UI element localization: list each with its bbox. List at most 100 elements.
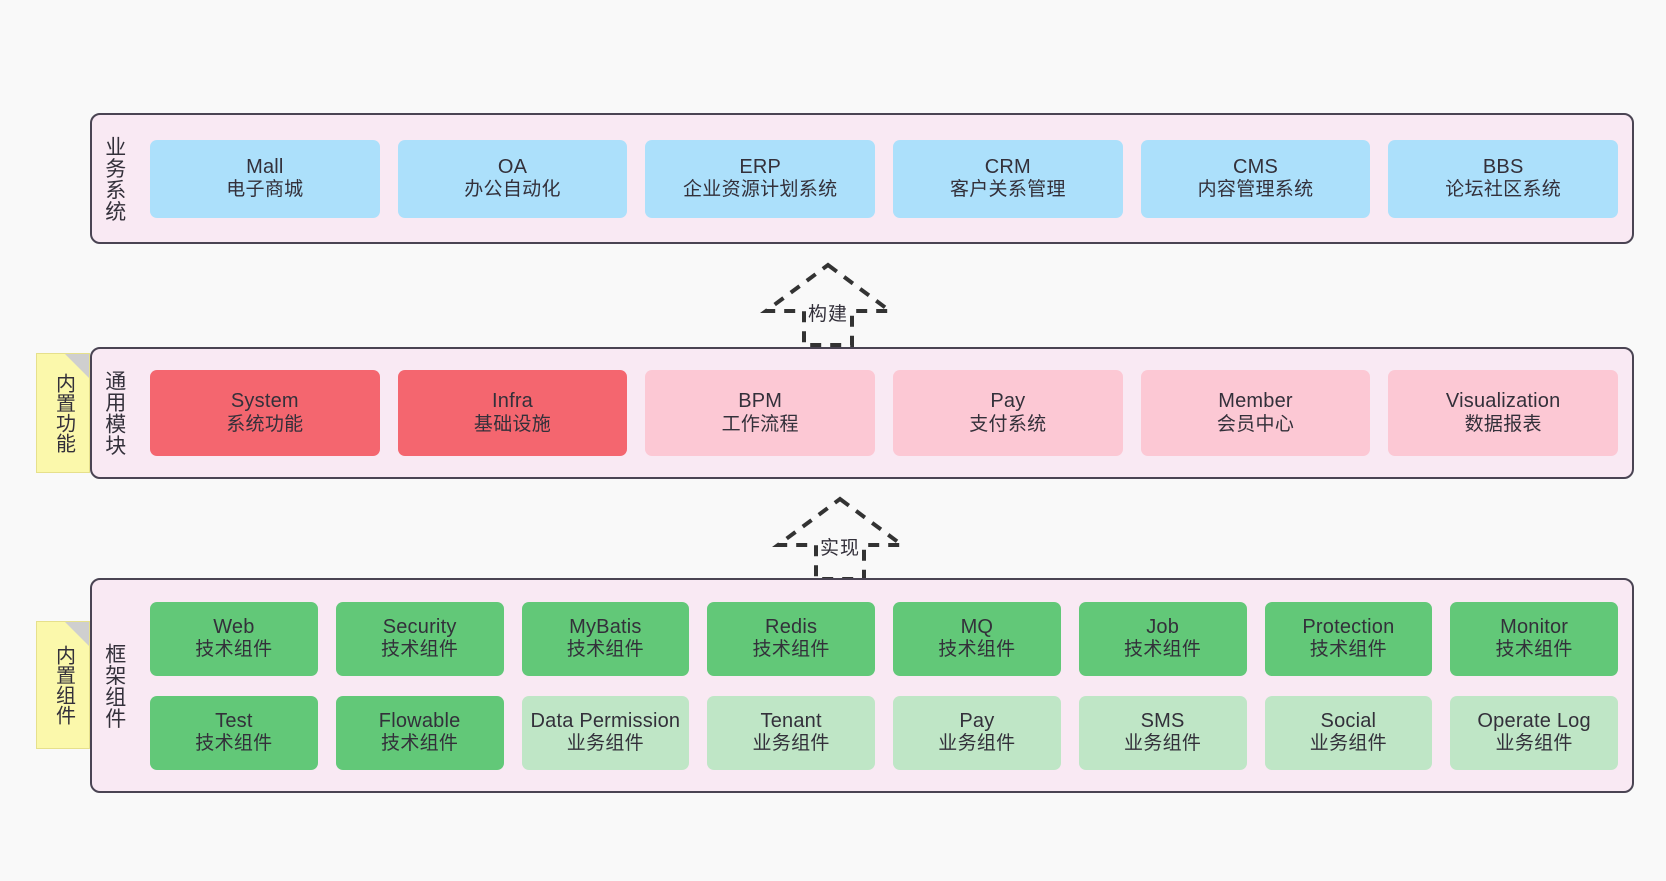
- card-subtitle: 技术组件: [752, 639, 830, 661]
- sticky-note-builtin-features: 内置功能: [36, 353, 90, 473]
- card-subtitle: 企业资源计划系统: [682, 179, 838, 201]
- card-title: CMS: [1233, 155, 1279, 178]
- card-title: Infra: [491, 390, 534, 412]
- card-title: ERP: [739, 155, 782, 178]
- card-subtitle: 支付系统: [969, 413, 1047, 435]
- card-subtitle: 业务组件: [1309, 733, 1387, 755]
- card-subtitle: 数据报表: [1464, 413, 1542, 435]
- card-title: BPM: [738, 390, 783, 412]
- card-subtitle: 技术组件: [1495, 639, 1573, 661]
- card-subtitle: 技术组件: [1309, 639, 1387, 661]
- card-title: Flowable: [378, 709, 461, 732]
- card-subtitle: 技术组件: [195, 639, 273, 661]
- card-subtitle: 业务组件: [566, 733, 644, 755]
- connector-build-label: 构建: [807, 304, 848, 325]
- sticky-note-builtin-components-label: 内置组件: [52, 645, 75, 725]
- card-subtitle: 基础设施: [473, 413, 552, 435]
- card-title: Redis: [765, 615, 818, 638]
- card-title: Monitor: [1500, 615, 1569, 638]
- card-title: Security: [382, 615, 457, 638]
- card-subtitle: 业务组件: [1124, 733, 1202, 755]
- card-title: Visualization: [1445, 390, 1561, 412]
- note-fold-icon: [65, 354, 89, 378]
- card-title: System: [230, 390, 299, 412]
- card-title: Tenant: [760, 709, 822, 732]
- connector-implement-arrow: 实现: [772, 495, 908, 583]
- section-label-business-systems: 业务系统: [102, 135, 126, 222]
- connector-implement-label: 实现: [819, 538, 860, 559]
- card-title: Job: [1146, 615, 1180, 638]
- card-title: Data Permission: [530, 709, 681, 732]
- card-subtitle: 电子商城: [226, 179, 304, 201]
- note-fold-icon: [65, 622, 89, 646]
- card-subtitle: 工作流程: [721, 413, 799, 435]
- card-subtitle: 会员中心: [1216, 413, 1295, 435]
- card-subtitle: 技术组件: [938, 639, 1016, 661]
- card-subtitle: 系统功能: [226, 413, 304, 435]
- card-title: Web: [213, 615, 255, 638]
- card-subtitle: 业务组件: [938, 733, 1016, 755]
- card-title: SMS: [1140, 709, 1185, 732]
- card-title: BBS: [1482, 155, 1524, 178]
- card-subtitle: 业务组件: [752, 733, 830, 755]
- connector-build-arrow: 构建: [760, 261, 896, 349]
- card-title: Member: [1218, 390, 1293, 412]
- card-title: Mall: [246, 155, 284, 178]
- card-subtitle: 内容管理系统: [1197, 179, 1314, 201]
- card-title: MQ: [960, 615, 994, 638]
- card-subtitle: 技术组件: [566, 639, 644, 661]
- card-title: Operate Log: [1477, 709, 1591, 732]
- card-title: OA: [497, 155, 528, 178]
- card-subtitle: 技术组件: [195, 733, 273, 755]
- section-label-common-modules: 通用模块: [102, 370, 126, 456]
- card-title: MyBatis: [569, 615, 642, 638]
- card-title: Protection: [1302, 615, 1395, 638]
- card-subtitle: 论坛社区系统: [1445, 179, 1562, 201]
- card-subtitle: 技术组件: [381, 733, 459, 755]
- card-subtitle: 技术组件: [381, 639, 459, 661]
- card-title: Test: [215, 709, 253, 732]
- card-subtitle: 办公自动化: [464, 179, 561, 201]
- card-title: Social: [1320, 709, 1377, 732]
- section-label-framework-components: 框架组件: [102, 642, 126, 729]
- sticky-note-builtin-features-label: 内置功能: [52, 373, 75, 453]
